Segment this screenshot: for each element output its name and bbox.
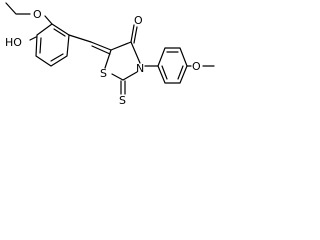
methine-double-bond-b [91, 45, 111, 55]
chemical-structure-diagram: O HO S N O S O [5, 2, 215, 107]
c4-n3-bond [130, 41, 141, 64]
hydroxyl-label: HO [5, 36, 22, 49]
n3-c2-bond [122, 71, 138, 81]
carbonyl-double-bond-b [133, 26, 138, 44]
ethyl-chain-bond [5, 2, 31, 15]
carbonyl-double-bond-a [130, 24, 135, 43]
s1-c5-bond [104, 49, 112, 69]
c5-c4-bond [110, 41, 132, 51]
methoxyphenyl-inner-bond-3 [161, 65, 168, 80]
methoxy-oxygen-label: O [192, 60, 201, 73]
phenol-ring-inner-bond-1 [53, 28, 66, 37]
methoxyphenyl-inner-bond-2 [177, 65, 184, 80]
carbonyl-oxygen-label: O [134, 14, 143, 27]
methoxyphenyl-ring [157, 47, 188, 84]
ring-sulfur-label: S [100, 67, 107, 80]
methine-double-bond-a [90, 41, 112, 51]
ethoxy-oxygen-label: O [33, 8, 42, 21]
phenol-ring-inner-bond-3 [39, 37, 42, 54]
bonds [5, 2, 215, 95]
c2-s1-bond [111, 73, 124, 81]
atom-labels: O HO S N O S O [5, 8, 201, 107]
ethoxy-aryl-bond [44, 15, 53, 25]
ring-nitrogen-label: N [136, 62, 144, 75]
hydroxyl-bond [29, 36, 37, 41]
aryl-methine-bond [68, 34, 92, 43]
phenol-ring-inner-bond-2 [50, 53, 64, 62]
thione-sulfur-label: S [119, 94, 126, 107]
